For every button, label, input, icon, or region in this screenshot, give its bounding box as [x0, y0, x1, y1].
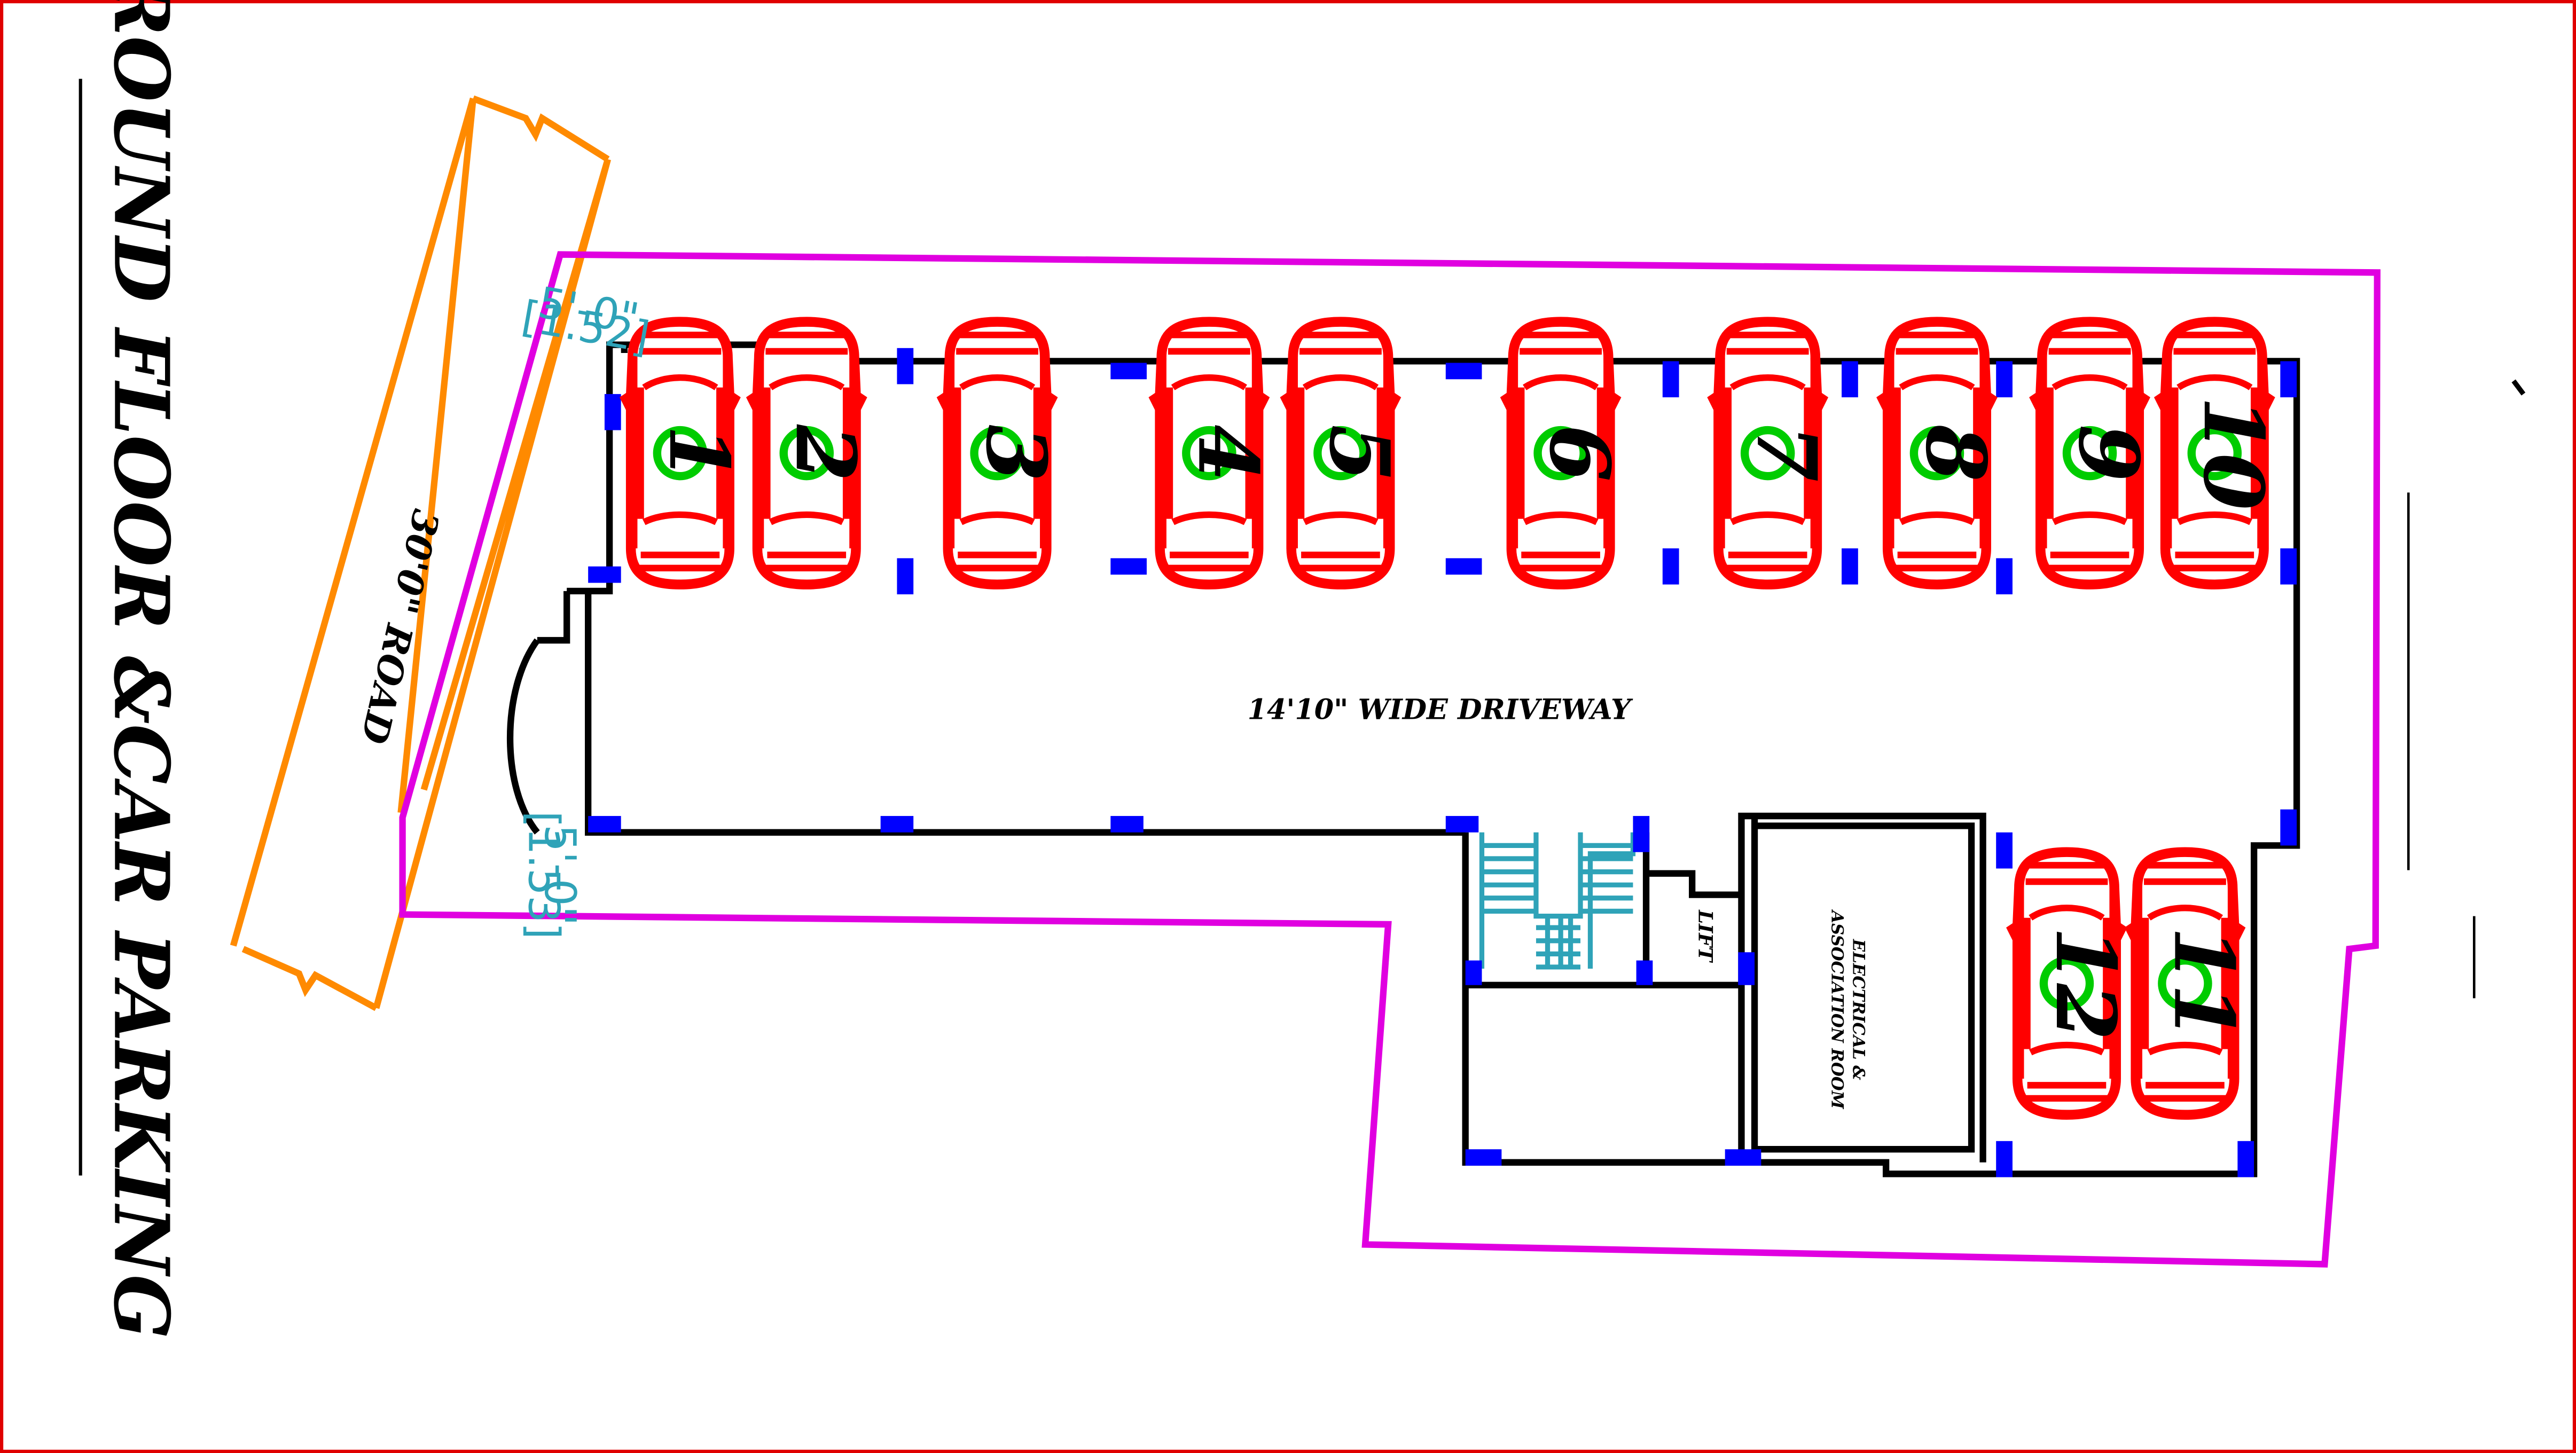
car-3: 3: [943, 322, 1064, 585]
car-number: 4: [1179, 425, 1275, 482]
drawing-title: GROUND FLOOR &CAR PARKING: [97, 0, 185, 1339]
car-7: 7: [1713, 322, 1834, 585]
structural-columns: [588, 348, 2297, 1177]
title-block: GROUND FLOOR &CAR PARKING: [97, 0, 185, 1339]
lift-label: LIFT: [1694, 909, 1717, 963]
lift: LIFT: [1694, 909, 1717, 963]
dimension-bottom-metric: [1.53]: [519, 811, 568, 939]
car-number: 11: [2155, 926, 2251, 1041]
car-2: 2: [753, 322, 873, 585]
car-5: 5: [1286, 322, 1407, 585]
car-number: 5: [1311, 425, 1407, 482]
dimension-top: 5'-0" [1.52]: [518, 278, 653, 363]
north-arrow-mark: [2511, 379, 2526, 396]
parking-spaces: 1 2 3 4 5 6 7 8 9 10 12 11: [626, 322, 2281, 1115]
plot-boundary: [399, 251, 2381, 1268]
car-1: 1: [626, 322, 747, 585]
car-11: 11: [2131, 852, 2252, 1115]
car-number: 12: [2037, 926, 2133, 1041]
car-6: 6: [1507, 322, 1627, 585]
driveway-label: 14'10" WIDE DRIVEWAY: [1248, 694, 1633, 726]
car-number: 9: [2060, 425, 2156, 482]
car-12: 12: [2013, 852, 2133, 1115]
electrical-room-label-2: ASSOCIATION ROOM: [1828, 909, 1847, 1109]
car-number: 6: [1531, 425, 1627, 482]
car-8: 8: [1883, 322, 2003, 585]
car-9: 9: [2035, 322, 2156, 585]
car-number: 10: [2185, 396, 2281, 510]
car-4: 4: [1155, 322, 1275, 585]
car-number: 7: [1738, 425, 1834, 482]
car-number: 1: [651, 425, 747, 482]
dimension-bottom: 5'-0" [1.53]: [519, 811, 585, 939]
car-number: 3: [968, 425, 1064, 482]
electrical-room-label-1: ELECTRICAL &: [1849, 939, 1868, 1080]
car-number: 8: [1907, 424, 2003, 482]
car-number: 2: [777, 424, 873, 482]
staircase: [1479, 832, 1636, 970]
electrical-room: ELECTRICAL & ASSOCIATION ROOM: [1828, 909, 1868, 1109]
car-10: 10: [2160, 322, 2281, 585]
dimension-bottom-imperial: 5'-0": [535, 824, 585, 925]
